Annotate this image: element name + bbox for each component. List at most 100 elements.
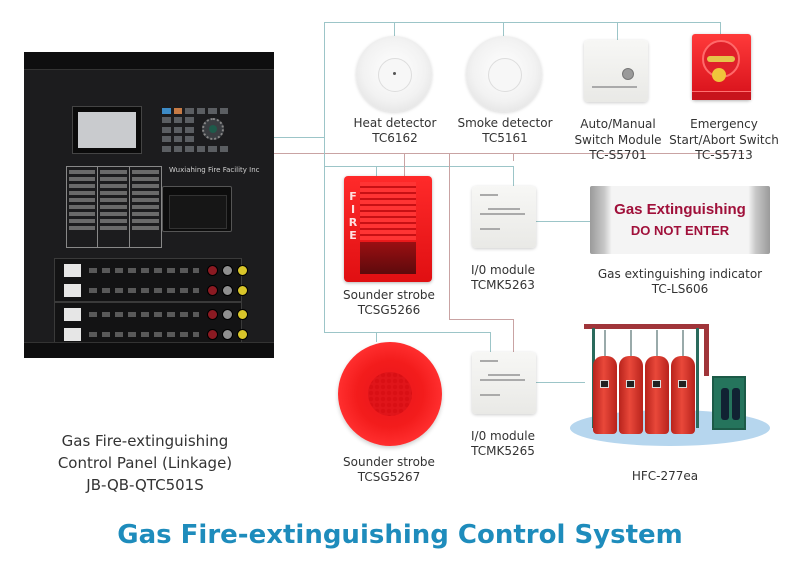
- key: [162, 145, 171, 152]
- key: [208, 145, 217, 152]
- abort-button: [237, 265, 248, 276]
- wire-io2-to-tanks: [535, 382, 585, 383]
- keypad: [162, 108, 228, 152]
- key: [185, 108, 194, 114]
- valve-stem: [682, 330, 684, 356]
- key: [208, 108, 217, 114]
- wire-bottom-left: [324, 322, 325, 332]
- control-block-1: [54, 258, 248, 302]
- valve-stem: [630, 330, 632, 356]
- gas-cylinder: [645, 356, 669, 434]
- wire-io1-feed: [449, 153, 450, 319]
- frame-post-right: [696, 328, 699, 428]
- sounder-strobe-1-label: Sounder strobe TCSG5266: [343, 288, 435, 317]
- wire-io1-drop-red: [513, 153, 514, 161]
- zone-status-grid: [66, 166, 162, 248]
- wire-bus-red: [274, 153, 744, 154]
- emergency-switch-image: [692, 34, 751, 100]
- auto-manual-module-image: [584, 40, 648, 102]
- valve-stem: [604, 330, 606, 356]
- io-module-2-image: [472, 352, 536, 414]
- key: [185, 117, 194, 124]
- smoke-detector-image: [466, 36, 542, 112]
- start-button: [207, 329, 218, 340]
- wire-strobe1-drop: [376, 166, 377, 176]
- auto-manual-label: Auto/Manual Switch Module TC-S5701: [574, 117, 662, 162]
- lcd-display: [72, 106, 142, 154]
- smoke-detector-label: Smoke detector TC5161: [457, 116, 553, 145]
- manifold-pipe: [584, 324, 708, 329]
- key: [173, 117, 182, 124]
- wire-strobe1-drop-red: [404, 153, 405, 176]
- wire-top-vertical: [324, 22, 325, 322]
- manifold-riser: [704, 324, 709, 376]
- io-module-1-image: [472, 186, 536, 248]
- stop-button: [222, 285, 233, 296]
- stop-button: [222, 329, 233, 340]
- agent-label: HFC-277ea: [631, 469, 699, 483]
- key: [162, 117, 171, 124]
- diagram-title: Gas Fire-extinguishing Control System: [117, 520, 683, 550]
- key: [173, 108, 182, 114]
- key: [173, 136, 182, 143]
- sounder-strobe-2-image: [338, 342, 442, 446]
- key: [162, 108, 171, 114]
- key: [196, 145, 205, 152]
- stop-button: [222, 309, 233, 320]
- sounder-strobe-2-label: Sounder strobe TCSG5267: [343, 455, 435, 484]
- navigation-wheel: [202, 118, 224, 140]
- wire-io2-drop: [513, 319, 514, 352]
- actuator-cylinder-rack: [712, 376, 746, 430]
- wire-auto-drop: [617, 22, 618, 40]
- wire-lower-horizontal: [324, 332, 490, 333]
- wire-estop-drop: [720, 22, 721, 34]
- heat-detector-image: [356, 36, 432, 112]
- start-button: [207, 309, 218, 320]
- gas-cylinder: [619, 356, 643, 434]
- wire-io2-drop-teal: [490, 332, 491, 352]
- key: [162, 136, 171, 143]
- wire-bell-drop: [376, 332, 377, 342]
- stop-button: [222, 265, 233, 276]
- emergency-switch-label: Emergency Start/Abort Switch TC-S5713: [669, 117, 779, 162]
- printer: [162, 186, 232, 232]
- gas-cylinder: [671, 356, 695, 434]
- control-panel: Wuxiahing Fire Facility Inc: [24, 52, 274, 358]
- panel-top-bezel: [24, 52, 274, 70]
- gas-cylinder: [593, 356, 617, 434]
- io-module-2-label: I/0 module TCMK5265: [470, 429, 535, 458]
- wire-mid-horizontal: [324, 166, 514, 167]
- panel-bottom-bezel: [24, 342, 274, 358]
- key: [185, 145, 194, 152]
- valve-stem: [656, 330, 658, 356]
- wire-io1-to-sign: [535, 221, 590, 222]
- key: [173, 145, 182, 152]
- wire-smoke-drop: [503, 22, 504, 36]
- panel-brand-text: Wuxiahing Fire Facility Inc: [169, 166, 260, 174]
- key-icon: [707, 56, 735, 62]
- indicator-label: Gas extinguishing indicator TC-LS606: [597, 267, 763, 296]
- panel-caption: Gas Fire-extinguishing Control Panel (Li…: [57, 432, 233, 494]
- start-button: [207, 285, 218, 296]
- abort-button: [237, 309, 248, 320]
- key: [173, 126, 182, 133]
- control-block-2: [54, 302, 248, 346]
- abort-button: [237, 329, 248, 340]
- key: [196, 108, 205, 114]
- io-module-1-label: I/0 module TCMK5263: [470, 263, 535, 292]
- wire-io1-drop: [513, 166, 514, 186]
- wire-io2-horizontal: [449, 319, 513, 320]
- lcd-screen: [78, 112, 136, 148]
- start-button: [207, 265, 218, 276]
- heat-detector-label: Heat detector TC6162: [353, 116, 437, 145]
- key: [219, 145, 228, 152]
- wire-heat-drop: [394, 22, 395, 36]
- key: [185, 126, 194, 133]
- key: [185, 136, 194, 143]
- abort-button: [237, 285, 248, 296]
- wire-top-horizontal: [324, 22, 720, 23]
- key: [219, 108, 228, 114]
- key: [162, 126, 171, 133]
